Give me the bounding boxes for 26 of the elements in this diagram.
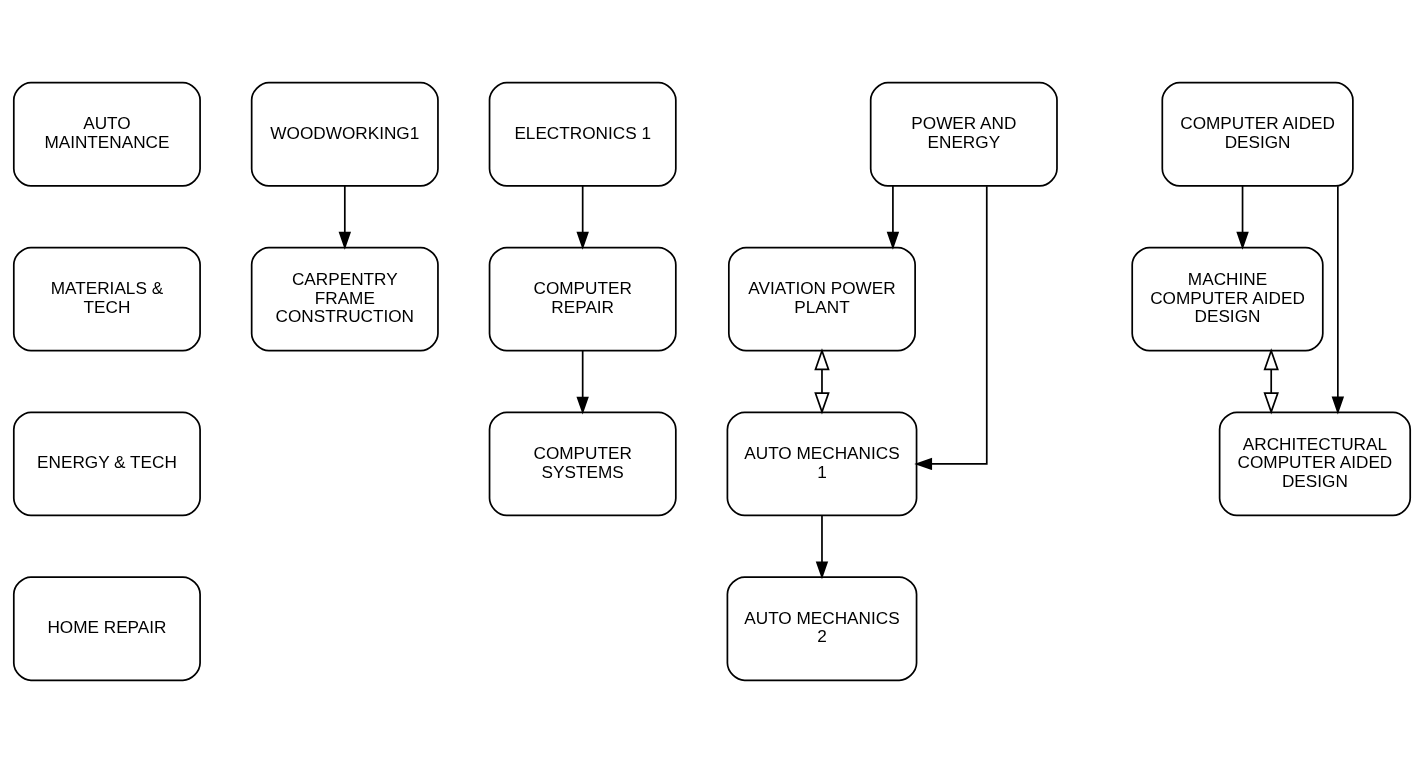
arrow	[338, 185, 352, 250]
node-box: AUTO MECHANICS 1	[726, 411, 918, 517]
node-box: MACHINE COMPUTER AIDED DESIGN	[1131, 246, 1324, 352]
node-box: COMPUTER REPAIR	[488, 246, 677, 352]
arrow	[1331, 185, 1345, 415]
node-box: ENERGY & TECH	[12, 411, 201, 517]
node-box: AUTO MECHANICS 2	[726, 576, 918, 682]
node-box: CARPENTRY FRAME CONSTRUCTION	[250, 246, 439, 352]
node-box: POWER AND ENERGY	[869, 81, 1058, 187]
arrow	[815, 514, 829, 580]
node-box: WOODWORKING1	[250, 81, 439, 187]
node-box: ELECTRONICS 1	[488, 81, 677, 187]
arrow	[1236, 185, 1249, 250]
arrow	[576, 349, 589, 415]
node-box: MATERIALS & TECH	[12, 246, 201, 352]
node-box: AVIATION POWER PLANT	[728, 246, 916, 352]
node-box: HOME REPAIR	[12, 576, 201, 682]
arrow	[914, 185, 988, 471]
node-box: COMPUTER AIDED DESIGN	[1161, 81, 1354, 187]
arrow	[576, 185, 589, 250]
arrow	[1263, 348, 1279, 415]
arrow	[814, 348, 830, 415]
node-box: ARCHITECTURAL COMPUTER AIDED DESIGN	[1218, 411, 1412, 517]
arrow	[886, 185, 900, 250]
node-box: AUTO MAINTENANCE	[12, 81, 201, 187]
node-box: COMPUTER SYSTEMS	[488, 411, 677, 517]
